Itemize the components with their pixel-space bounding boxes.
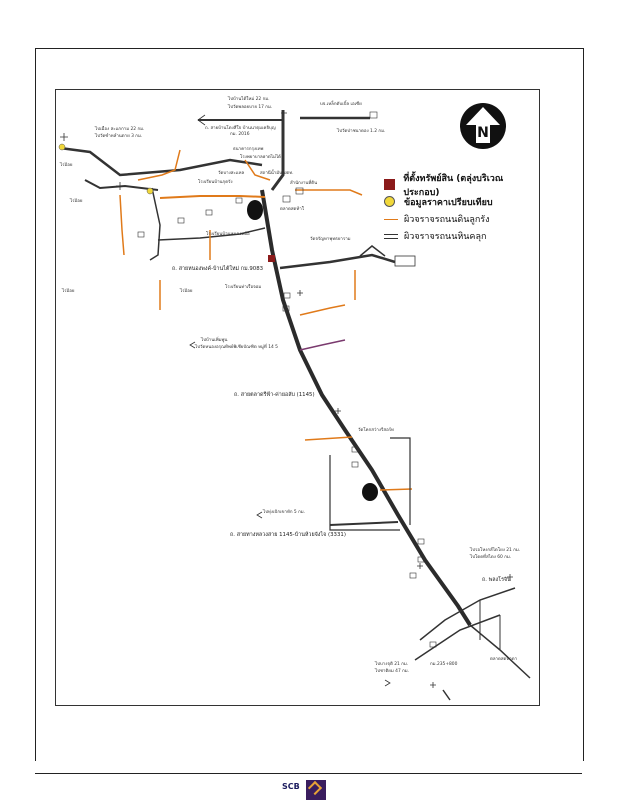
pond-south	[362, 483, 378, 501]
map-label: วัดบางสะแหล	[218, 171, 245, 176]
map-label: ไปบ้านเพิ่มพูน	[201, 338, 228, 343]
legend-label: ที่ตั้งทรัพย์สิน (ตลุ่งบริเวณประกอบ)	[403, 173, 504, 198]
laterite-road-3	[159, 195, 266, 199]
road-label-1145: ถ. สายตลาดรีฟ้า-ค่ายอลับ (1145)	[234, 392, 315, 398]
asphalt-line-icon	[384, 233, 398, 239]
comparable-circle-icon	[384, 195, 395, 207]
comparable-marker-1	[58, 143, 66, 151]
legend-label: ผิวจราจรถนนหินคลุก	[404, 231, 487, 242]
map-label: ไร่อ้อย	[62, 289, 75, 294]
purple-road	[299, 339, 346, 351]
footer-brand: SCB	[282, 782, 300, 791]
map-label: สำนักงานที่ดิน	[290, 181, 318, 186]
map-label: ไปทุ่งเบิกเขาหัก 5 กม.	[263, 510, 306, 515]
legend-label: ข้อมูลราคาเปรียบเทียบ	[404, 197, 493, 208]
town-road-4	[442, 689, 451, 701]
map-label: ไปโดดที่สไดง 60 กม.	[470, 555, 512, 560]
map-label: สถานีน้ำมัน ปตท.	[260, 171, 294, 176]
road-north	[270, 110, 285, 191]
map-label: วัดโคกสว่างรีสอร์ท	[358, 428, 394, 433]
road-3331	[329, 521, 399, 526]
road-west-loop	[149, 187, 161, 261]
map-label: ไปวัดพลอยบาย 17 กม.	[228, 105, 273, 110]
town-road-2	[414, 614, 501, 661]
footer-divider	[35, 773, 582, 774]
road-3221-end	[359, 245, 386, 257]
map-label: ไปวัดหนองอรุณทิพย์พิเชียบัณฑิต หมู่ที่ 1…	[195, 345, 278, 350]
property-marker	[268, 255, 275, 262]
legend-item-asphalt: ผิวจราจรถนนหินคลุก	[384, 227, 534, 244]
map-label: ตลาดสดหาดา	[490, 657, 518, 662]
map-label: โรงเรียนบ้านกุดรัง	[198, 180, 233, 185]
map-label: ไร่อ้อย	[60, 163, 73, 168]
town-road-1	[419, 587, 516, 641]
laterite-road-6	[299, 304, 346, 316]
map-label: ไปเมือง สะแกกาม 22 กม.	[95, 127, 145, 132]
road-west-main	[59, 146, 263, 177]
laterite-road-9	[379, 488, 413, 491]
map-label: ถ. สายบ้านโดงสีใจ บ้านนาตุมเคจิบุญ	[205, 126, 276, 131]
legend-label: ผิวจราจรถนนดินลูกรัง	[404, 214, 490, 225]
laterite-road-8	[304, 436, 353, 441]
scb-logo-icon	[306, 780, 326, 800]
map-label: ไปวัดป่าชนาดอง 1.2 กม.	[337, 129, 386, 134]
legend-item-laterite: ผิวจราจรถนนดินลูกรัง	[384, 210, 534, 227]
map-label: บจ.เหล็กดับเบิ้ล เอเซีย	[320, 102, 362, 107]
map-label: กม. 2016	[230, 132, 250, 137]
legend-item-comparable: ข้อมูลราคาเปรียบเทียบ	[384, 193, 534, 210]
map-label: โรงเรียนบ้านหนองหม้อ	[206, 232, 250, 237]
comparable-marker-2	[146, 187, 154, 195]
map-label: ไปบ้านไต้ใหม่ 22 กม.	[228, 97, 270, 102]
laterite-road-5	[295, 189, 363, 196]
north-arrow-icon: N	[460, 103, 506, 149]
map-label: ไร่อ้อย	[70, 199, 83, 204]
map-label: ตลาดสดท้าใ	[280, 207, 304, 212]
map-label: ไปรอโหงกส์ไดโยง 21 กม.	[470, 548, 521, 553]
road-mid-west	[157, 227, 266, 241]
road-3221	[279, 253, 396, 270]
road-south-loop	[329, 455, 400, 531]
road-west-branch	[84, 179, 159, 191]
laterite-road-11	[244, 159, 271, 181]
road-label-3331: ถ. สายทางหลวงสาย 1145-บ้านห้วยจังไจ (333…	[230, 532, 346, 538]
map-label: ไปบางจุติ 21 กม.	[375, 662, 409, 667]
map-label: ไร่อ้อย	[180, 289, 193, 294]
road-label-phon: ถ. พลงโรจิน	[482, 577, 511, 583]
map-label: โรงเรียนท่าเรือจอม	[225, 285, 262, 290]
map-label: ไปชาติยม 47 กม.	[375, 669, 410, 674]
map-label: ธนาคารกรุงเทพ	[233, 147, 264, 152]
map-label: วัดจรัญหาพุทธยาราม	[310, 237, 351, 242]
map-frame	[55, 89, 540, 706]
legend-item-property: ที่ตั้งทรัพย์สิน (ตลุ่งบริเวณประกอบ)	[384, 174, 534, 198]
laterite-line-icon	[384, 218, 398, 220]
property-square-icon	[384, 178, 395, 190]
map-label: โรงพยาบาลฮาตไม่ได้	[240, 155, 281, 160]
map-legend: ที่ตั้งทรัพย์สิน (ตลุ่งบริเวณประกอบ) ข้อ…	[384, 174, 534, 244]
map-label: ไปวัดซำหลำนตาย 3 กม.	[95, 134, 143, 139]
laterite-road-1	[137, 149, 181, 181]
map-label: กม.235+800	[430, 662, 458, 667]
pond-north	[247, 200, 263, 220]
laterite-road-2	[119, 194, 125, 256]
road-south-2	[390, 437, 411, 525]
north-label: N	[477, 125, 489, 141]
road-label-3221: ถ. สายหนองพงค์-บ้านไต้ใหม่ กม.9083	[172, 266, 264, 272]
highway-1145	[260, 189, 472, 627]
page-frame	[35, 48, 584, 761]
